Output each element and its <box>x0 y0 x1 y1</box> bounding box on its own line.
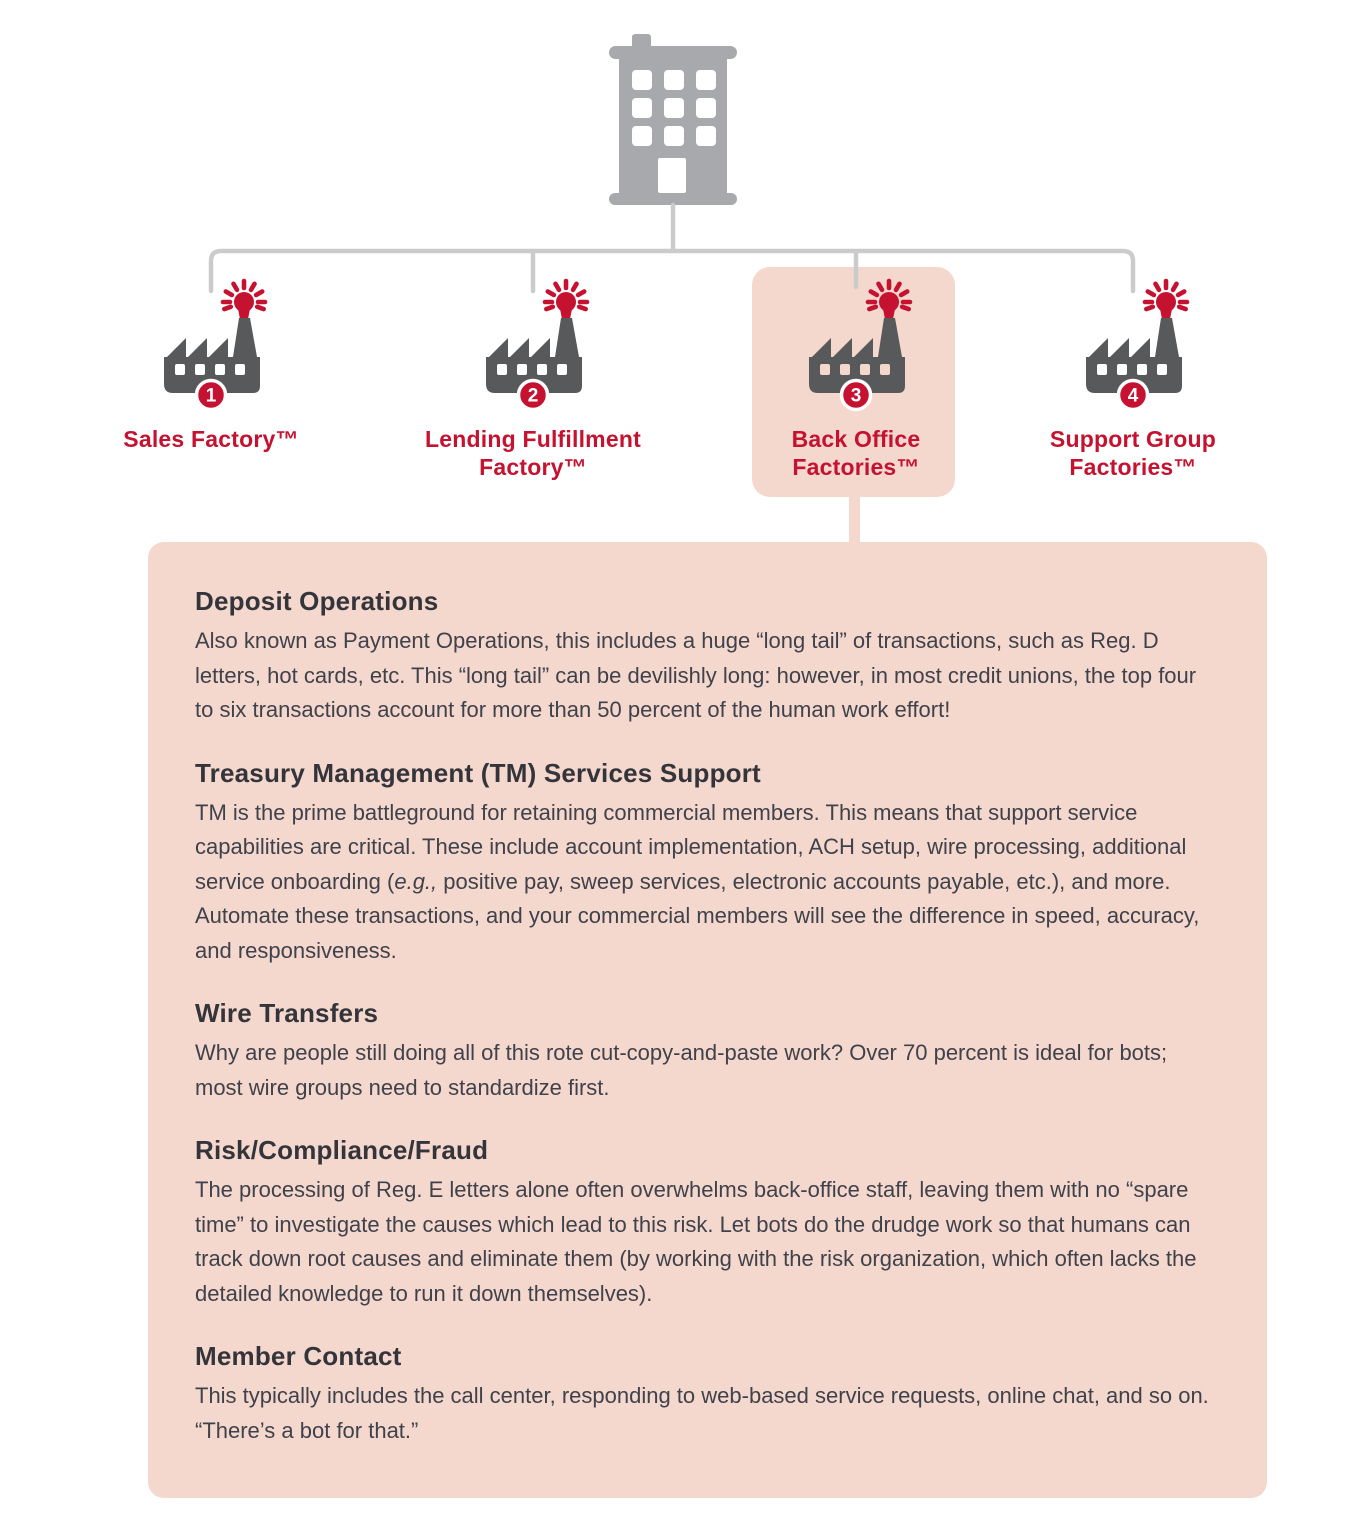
section-heading: Deposit Operations <box>195 586 439 616</box>
number-badge <box>194 378 228 412</box>
section-heading: Wire Transfers <box>195 998 379 1028</box>
section-body: Also known as Payment Operations, this i… <box>195 628 1197 722</box>
details-panel: Deposit Operations Also known as Payment… <box>148 542 1267 1498</box>
beacon-light-icon <box>542 278 590 319</box>
factory-icon-2: 2 <box>486 278 590 412</box>
number-badge-label: 3 <box>851 386 862 407</box>
section-treasury-management: Treasury Management (TM) Services Suppor… <box>195 758 1215 969</box>
section-body: This typically includes the call center,… <box>195 1383 1209 1443</box>
number-badge-label: 1 <box>206 386 217 407</box>
section-heading: Treasury Management (TM) Services Suppor… <box>195 757 761 788</box>
number-badge <box>1116 378 1150 412</box>
section-heading: Member Contact <box>195 1341 402 1371</box>
number-badge-label: 4 <box>1128 386 1139 407</box>
section-wire-transfers: Wire Transfers Why are people still doin… <box>195 998 1215 1105</box>
section-body: TM is the prime battleground for retaini… <box>195 799 1200 963</box>
section-member-contact: Member Contact This typically includes t… <box>195 1341 1215 1448</box>
beacon-light-icon <box>865 278 913 319</box>
section-heading: Risk/Compliance/Fraud <box>195 1135 489 1165</box>
factory-icon-3: 3 <box>809 278 913 412</box>
number-badge <box>516 378 550 412</box>
beacon-light-icon <box>220 278 268 319</box>
section-deposit-operations: Deposit Operations Also known as Payment… <box>195 586 1215 728</box>
factory-label-support-group: Support Group Factories™ <box>1049 426 1217 480</box>
section-body: The processing of Reg. E letters alone o… <box>195 1177 1197 1306</box>
factory-label-back-office: Back Office Factories™ <box>791 426 921 480</box>
factory-icon-4: 4 <box>1086 278 1190 412</box>
section-risk-compliance-fraud: Risk/Compliance/Fraud The processing of … <box>195 1135 1215 1311</box>
building-icon <box>609 34 737 205</box>
section-body: Why are people still doing all of this r… <box>195 1040 1168 1100</box>
factory-label-lending-fulfillment: Lending Fulfillment Factory™ <box>425 426 641 480</box>
number-badge-label: 2 <box>528 386 539 407</box>
beacon-light-icon <box>1142 278 1190 319</box>
factory-icon-1: 1 <box>164 278 268 412</box>
panel-connector <box>849 496 860 546</box>
factory-label-sales: Sales Factory™ <box>123 426 299 452</box>
number-badge <box>839 378 873 412</box>
